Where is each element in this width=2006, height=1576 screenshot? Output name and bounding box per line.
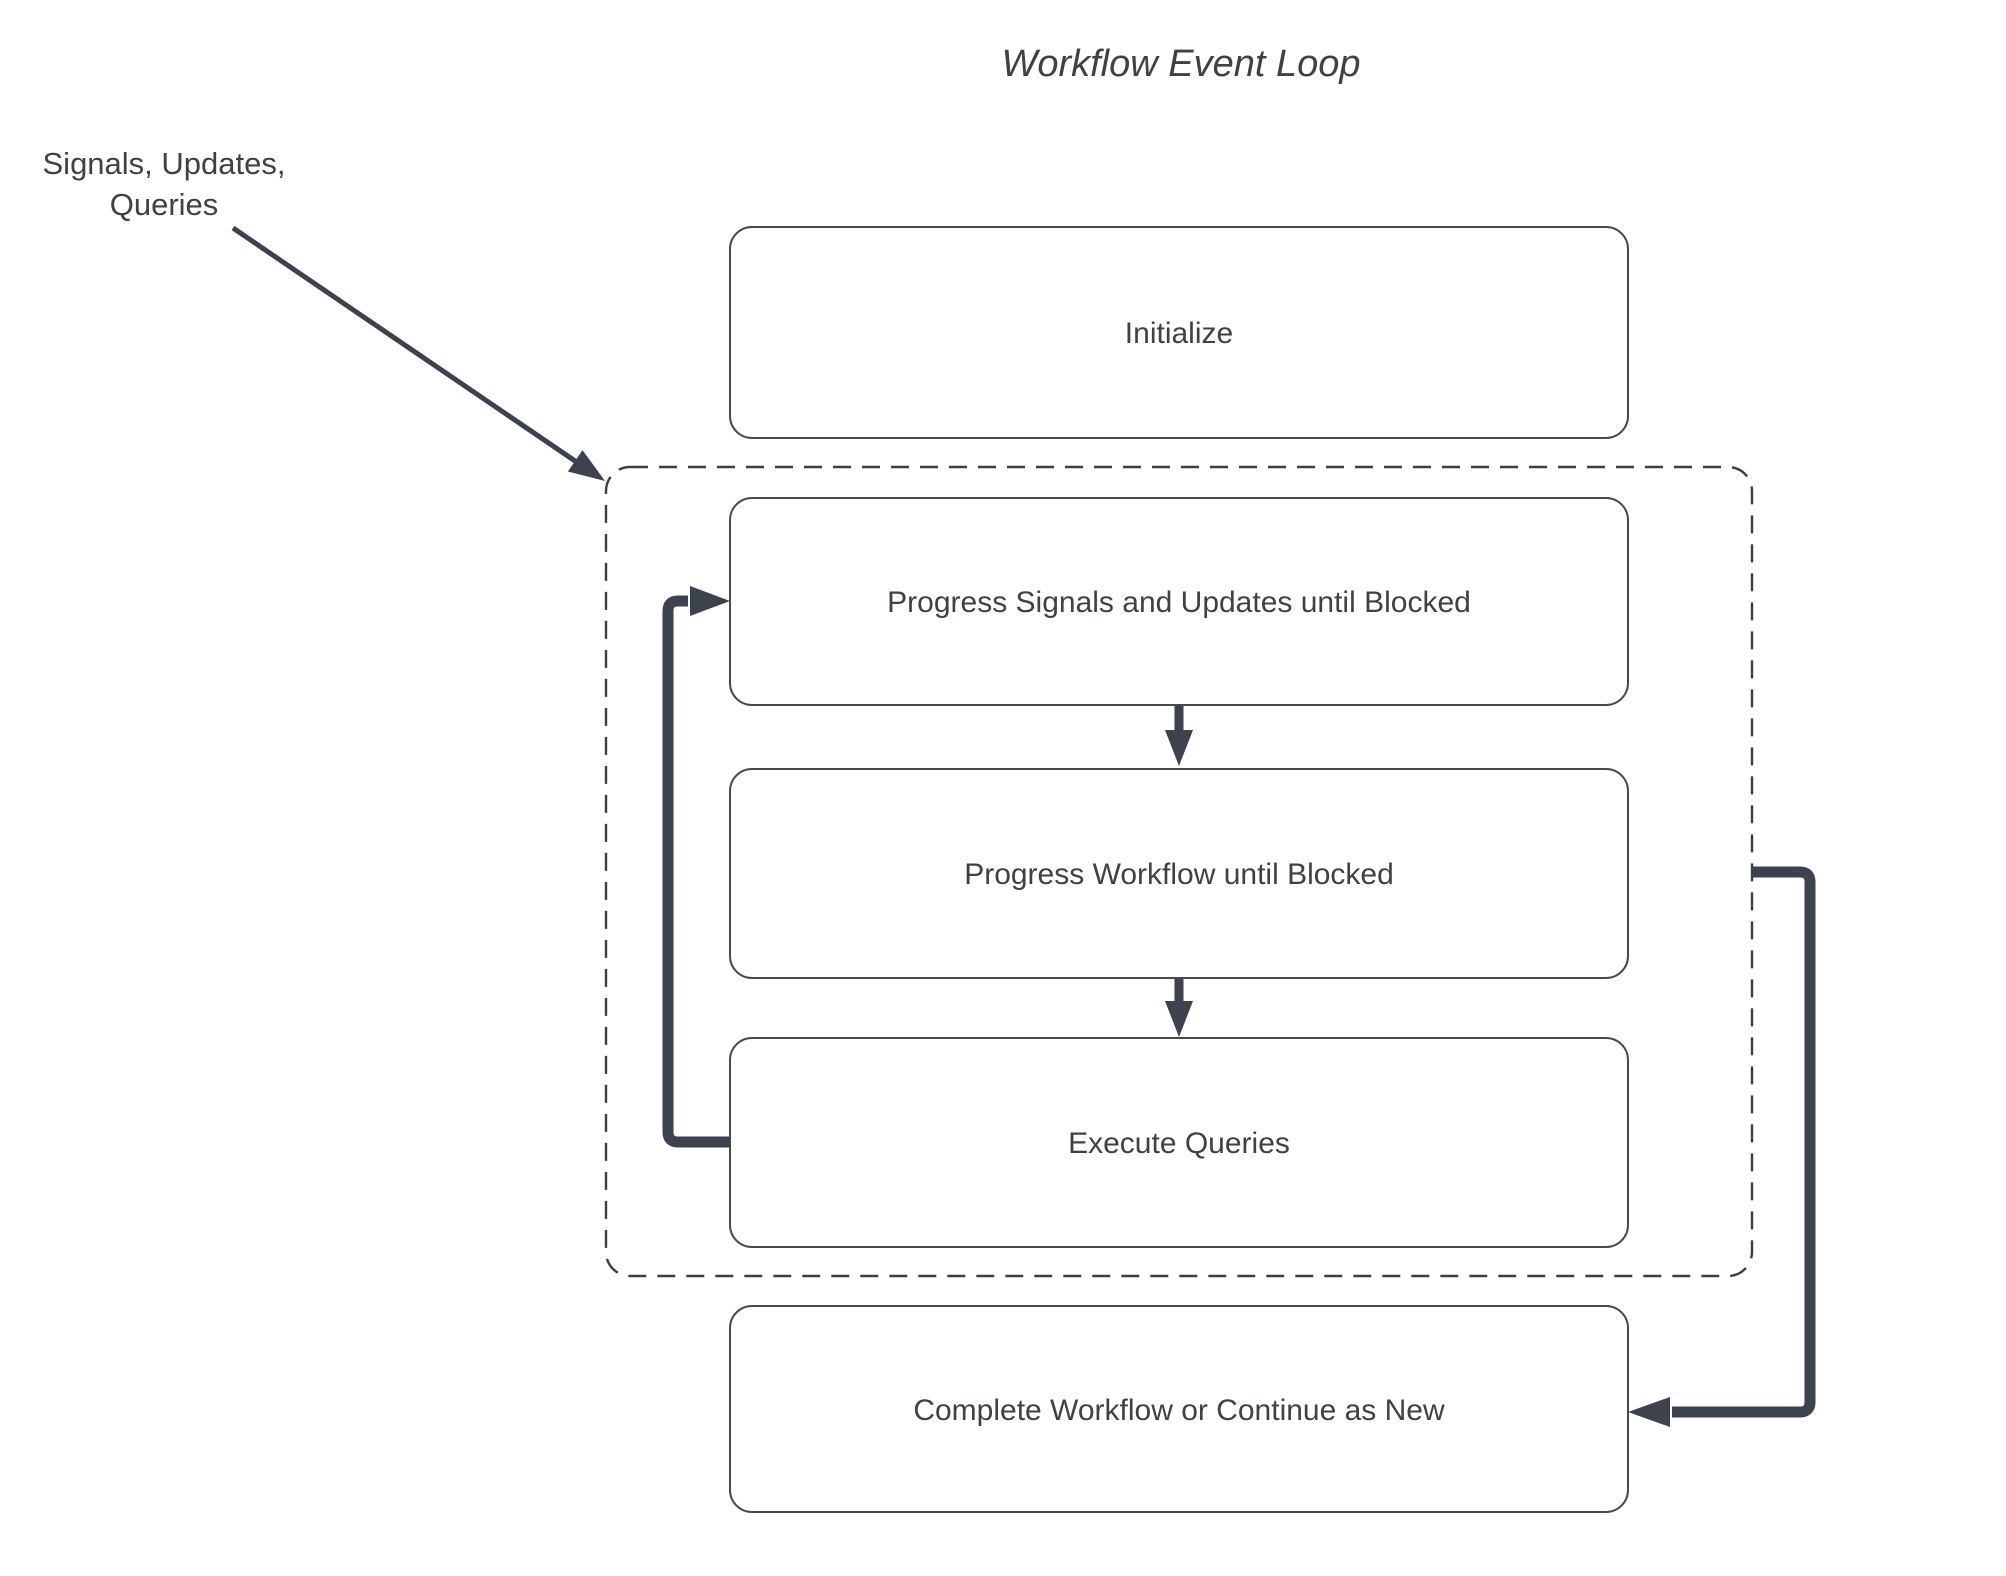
node-complete: Complete Workflow or Continue as New <box>729 1305 1629 1513</box>
external-input-line1: Signals, Updates, <box>43 146 286 181</box>
diagram-title: Workflow Event Loop <box>1001 43 1360 85</box>
arrow-signals-to-workflow <box>1165 706 1193 766</box>
external-input-line2: Queries <box>110 187 219 222</box>
loopback-arrowhead-icon <box>690 586 730 616</box>
node-progress-workflow: Progress Workflow until Blocked <box>729 768 1629 979</box>
node-initialize: Initialize <box>729 226 1629 439</box>
node-progress-workflow-label: Progress Workflow until Blocked <box>964 858 1394 891</box>
exit-arrowhead-icon <box>1628 1397 1670 1427</box>
loopback-connector-path <box>662 595 730 1148</box>
exit-connector-path <box>1672 866 1816 1418</box>
arrow-workflow-to-queries-head-icon <box>1165 1001 1193 1037</box>
node-complete-label: Complete Workflow or Continue as New <box>913 1394 1445 1427</box>
node-initialize-box <box>729 226 1629 439</box>
node-execute-queries-label: Execute Queries <box>1068 1127 1290 1160</box>
signals-input-arrowhead-icon <box>567 450 605 481</box>
node-progress-signals-box <box>729 497 1629 706</box>
node-progress-signals: Progress Signals and Updates until Block… <box>729 497 1629 706</box>
node-execute-queries: Execute Queries <box>729 1037 1629 1248</box>
node-initialize-label: Initialize <box>1125 317 1233 350</box>
arrow-signals-to-workflow-head-icon <box>1165 730 1193 766</box>
loopback-connector <box>662 586 730 1148</box>
external-input-label: Signals, Updates, Queries <box>43 146 286 222</box>
signals-input-arrow-line <box>231 225 580 466</box>
signals-input-arrow <box>231 225 605 481</box>
arrow-workflow-to-queries <box>1165 979 1193 1037</box>
node-progress-signals-label: Progress Signals and Updates until Block… <box>887 586 1471 619</box>
node-progress-workflow-box <box>729 768 1629 979</box>
node-complete-box <box>729 1305 1629 1513</box>
exit-connector <box>1628 866 1816 1427</box>
